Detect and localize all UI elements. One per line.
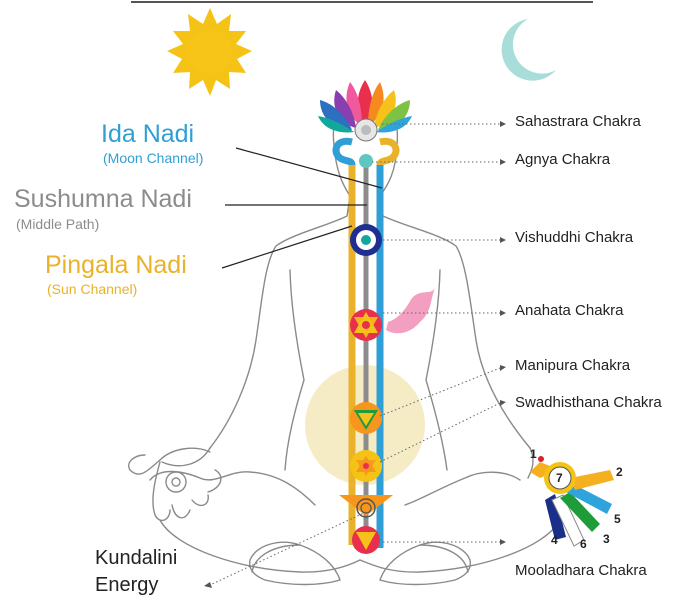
manipura-chakra-label: Manipura Chakra xyxy=(515,358,630,373)
sun-icon xyxy=(167,8,252,96)
sushumna-nadi-sublabel: (Middle Path) xyxy=(16,217,99,231)
agnya-chakra-symbol xyxy=(359,154,373,168)
sahastrara-chakra-label: Sahastrara Chakra xyxy=(515,114,641,129)
finger-number-7: 7 xyxy=(556,471,563,485)
kundalini-label-line2: Energy xyxy=(95,575,158,595)
ida-nadi-label: Ida Nadi xyxy=(101,122,194,147)
finger-number-1: 1 xyxy=(530,447,537,461)
finger-number-5: 5 xyxy=(614,512,621,526)
agnya-chakra-label: Agnya Chakra xyxy=(515,152,610,167)
finger-number-6: 6 xyxy=(580,537,587,551)
right-hand-fingers xyxy=(530,456,614,546)
kundalini-label-line1: Kundalini xyxy=(95,548,177,568)
ida-nadi-sublabel: (Moon Channel) xyxy=(103,151,203,165)
flame-icon xyxy=(386,288,435,333)
vishuddhi-chakra-symbol xyxy=(350,224,382,256)
pingala-nadi-sublabel: (Sun Channel) xyxy=(47,282,137,296)
finger-number-3: 3 xyxy=(603,532,610,546)
swadhisthana-chakra-label: Swadhisthana Chakra xyxy=(515,395,662,410)
finger-number-2: 2 xyxy=(616,465,623,479)
finger-number-4: 4 xyxy=(551,533,558,547)
anahata-chakra-label: Anahata Chakra xyxy=(515,303,623,318)
swadhisthana-chakra-symbol xyxy=(350,450,382,482)
sushumna-nadi-label: Sushumna Nadi xyxy=(14,187,192,212)
anahata-chakra-symbol xyxy=(350,309,382,341)
mooladhara-chakra-label: Mooladhara Chakra xyxy=(515,563,647,578)
manipura-chakra-symbol xyxy=(350,402,382,434)
vishuddhi-chakra-label: Vishuddhi Chakra xyxy=(515,230,633,245)
left-hand-outline xyxy=(129,448,221,520)
pingala-nadi-label: Pingala Nadi xyxy=(45,253,187,278)
crescent-moon-icon xyxy=(502,19,556,81)
